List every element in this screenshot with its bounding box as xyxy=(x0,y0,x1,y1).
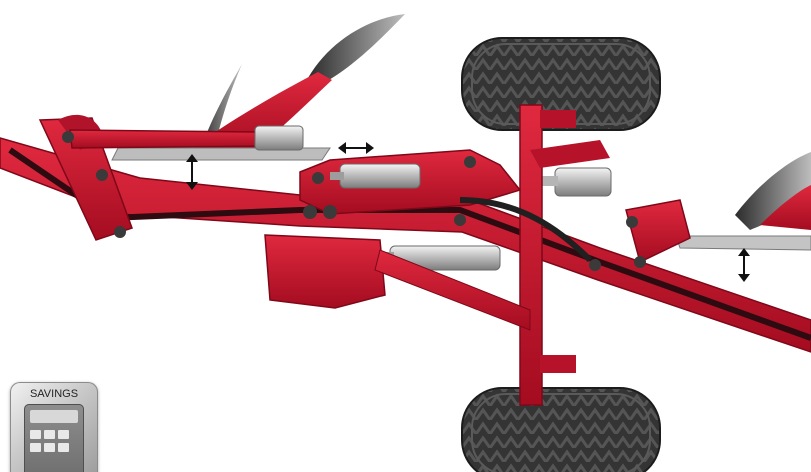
calculator-key xyxy=(58,443,69,452)
wheel-axle-frame xyxy=(374,104,610,406)
savings-calculator-button[interactable]: SAVINGS xyxy=(10,382,98,472)
calculator-key xyxy=(30,430,41,439)
pivot-pins xyxy=(62,131,646,271)
wheel-hydraulic-cylinder xyxy=(530,167,612,197)
savings-label: SAVINGS xyxy=(29,388,79,400)
lower-housing xyxy=(264,234,386,309)
vertical-arrow-right xyxy=(738,248,750,282)
calculator-screen xyxy=(30,410,78,423)
horizontal-arrow xyxy=(338,142,374,154)
hydraulic-hose xyxy=(459,197,593,263)
right-plough-body xyxy=(675,152,811,251)
right-hinge xyxy=(625,199,691,264)
calculator-icon xyxy=(24,404,84,472)
upper-hydraulic-cylinder xyxy=(254,125,304,151)
calculator-key xyxy=(44,430,55,439)
calculator-key xyxy=(58,430,69,439)
middle-hydraulic-cylinder xyxy=(330,163,421,189)
calculator-key xyxy=(30,443,41,452)
vertical-arrow-left xyxy=(186,154,198,190)
bottom-wheel xyxy=(461,387,661,472)
upper-arm xyxy=(69,129,263,149)
calculator-key xyxy=(44,443,55,452)
